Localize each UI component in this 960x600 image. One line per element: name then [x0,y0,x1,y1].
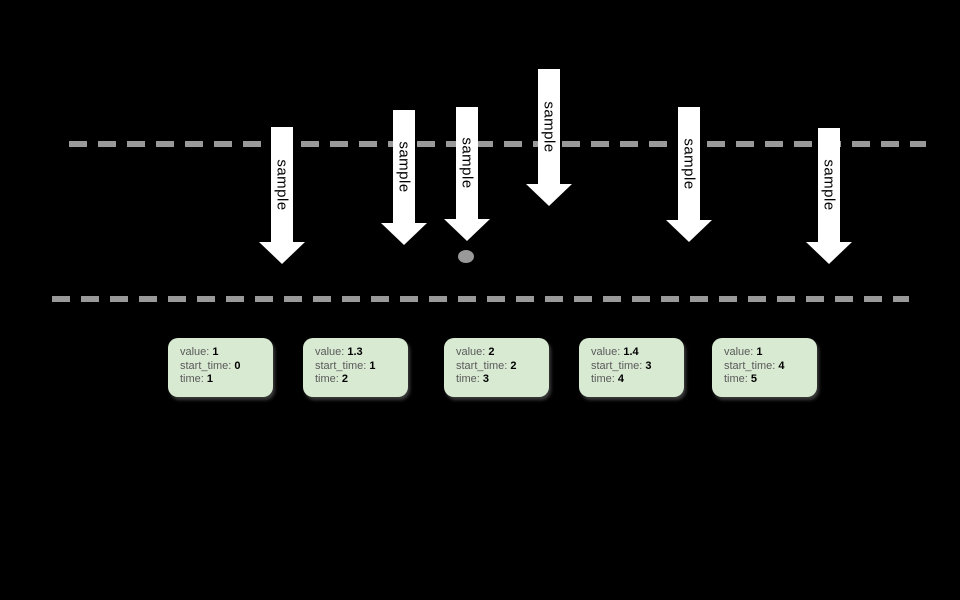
value-value: 1 [212,346,219,358]
sample-record-card-3: value:2 start_time:2 time:3 [444,338,549,397]
time-value: 4 [617,373,624,385]
value-value: 1 [756,346,763,358]
start-time-label: start_time: [180,359,232,372]
time-value: 2 [341,373,348,385]
arrow-head-icon [381,223,427,245]
value-row: value:1.4 [591,346,678,360]
sample-arrow-2: sample [381,110,427,245]
sample-arrow-5: sample [666,107,712,242]
time-label: time: [180,373,204,385]
start-time-value: 0 [234,359,241,372]
time-row: time:2 [315,373,402,387]
arrow-shaft [818,128,840,242]
sample-arrow-1: sample [259,127,305,264]
sample-arrow-4: sample [526,69,572,206]
value-row: value:2 [456,346,543,360]
sample-arrow-label: sample [273,158,291,211]
value-label: value: [724,346,754,358]
time-label: time: [315,373,339,385]
arrow-shaft [456,107,478,219]
start-time-value: 1 [369,359,376,372]
upper-dashed-line [69,141,926,147]
value-value: 2 [488,346,495,358]
time-value: 5 [750,373,757,385]
sample-arrow-6: sample [806,128,852,264]
start-time-value: 3 [645,359,652,372]
value-row: value:1 [724,346,811,360]
start-time-label: start_time: [724,359,776,372]
sample-arrow-label: sample [820,159,838,211]
value-label: value: [180,346,210,358]
start-time-row: start_time:1 [315,360,402,374]
time-row: time:4 [591,373,678,387]
lower-dashed-line [52,296,909,302]
time-label: time: [456,373,480,385]
sample-point-dot [458,250,474,263]
arrow-head-icon [666,220,712,242]
arrow-head-icon [806,242,852,264]
value-value: 1.3 [347,346,363,358]
sample-arrow-label: sample [395,140,413,193]
sample-record-card-4: value:1.4 start_time:3 time:4 [579,338,684,397]
sample-record-card-1: value:1 start_time:0 time:1 [168,338,273,397]
sample-arrow-3: sample [444,107,490,241]
start-time-value: 2 [510,359,517,372]
time-value: 3 [482,373,489,385]
arrow-head-icon [526,184,572,206]
time-row: time:3 [456,373,543,387]
time-value: 1 [206,373,213,385]
start-time-label: start_time: [591,359,643,372]
time-label: time: [591,373,615,385]
start-time-row: start_time:4 [724,360,811,374]
time-row: time:1 [180,373,267,387]
value-label: value: [456,346,486,358]
value-row: value:1.3 [315,346,402,360]
value-row: value:1 [180,346,267,360]
sample-arrow-label: sample [458,137,476,189]
start-time-label: start_time: [315,359,367,372]
start-time-value: 4 [778,359,785,372]
value-value: 1.4 [623,346,639,358]
value-label: value: [591,346,621,358]
start-time-label: start_time: [456,359,508,372]
arrow-shaft [538,69,560,184]
sample-arrow-label: sample [680,137,698,190]
sample-record-card-2: value:1.3 start_time:1 time:2 [303,338,408,397]
sample-arrow-label: sample [540,100,558,153]
time-row: time:5 [724,373,811,387]
arrow-shaft [678,107,700,220]
start-time-row: start_time:3 [591,360,678,374]
arrow-head-icon [444,219,490,241]
arrow-shaft [271,127,293,242]
start-time-row: start_time:0 [180,360,267,374]
start-time-row: start_time:2 [456,360,543,374]
arrow-shaft [393,110,415,223]
sample-record-card-5: value:1 start_time:4 time:5 [712,338,817,397]
time-label: time: [724,373,748,385]
value-label: value: [315,346,345,358]
arrow-head-icon [259,242,305,264]
